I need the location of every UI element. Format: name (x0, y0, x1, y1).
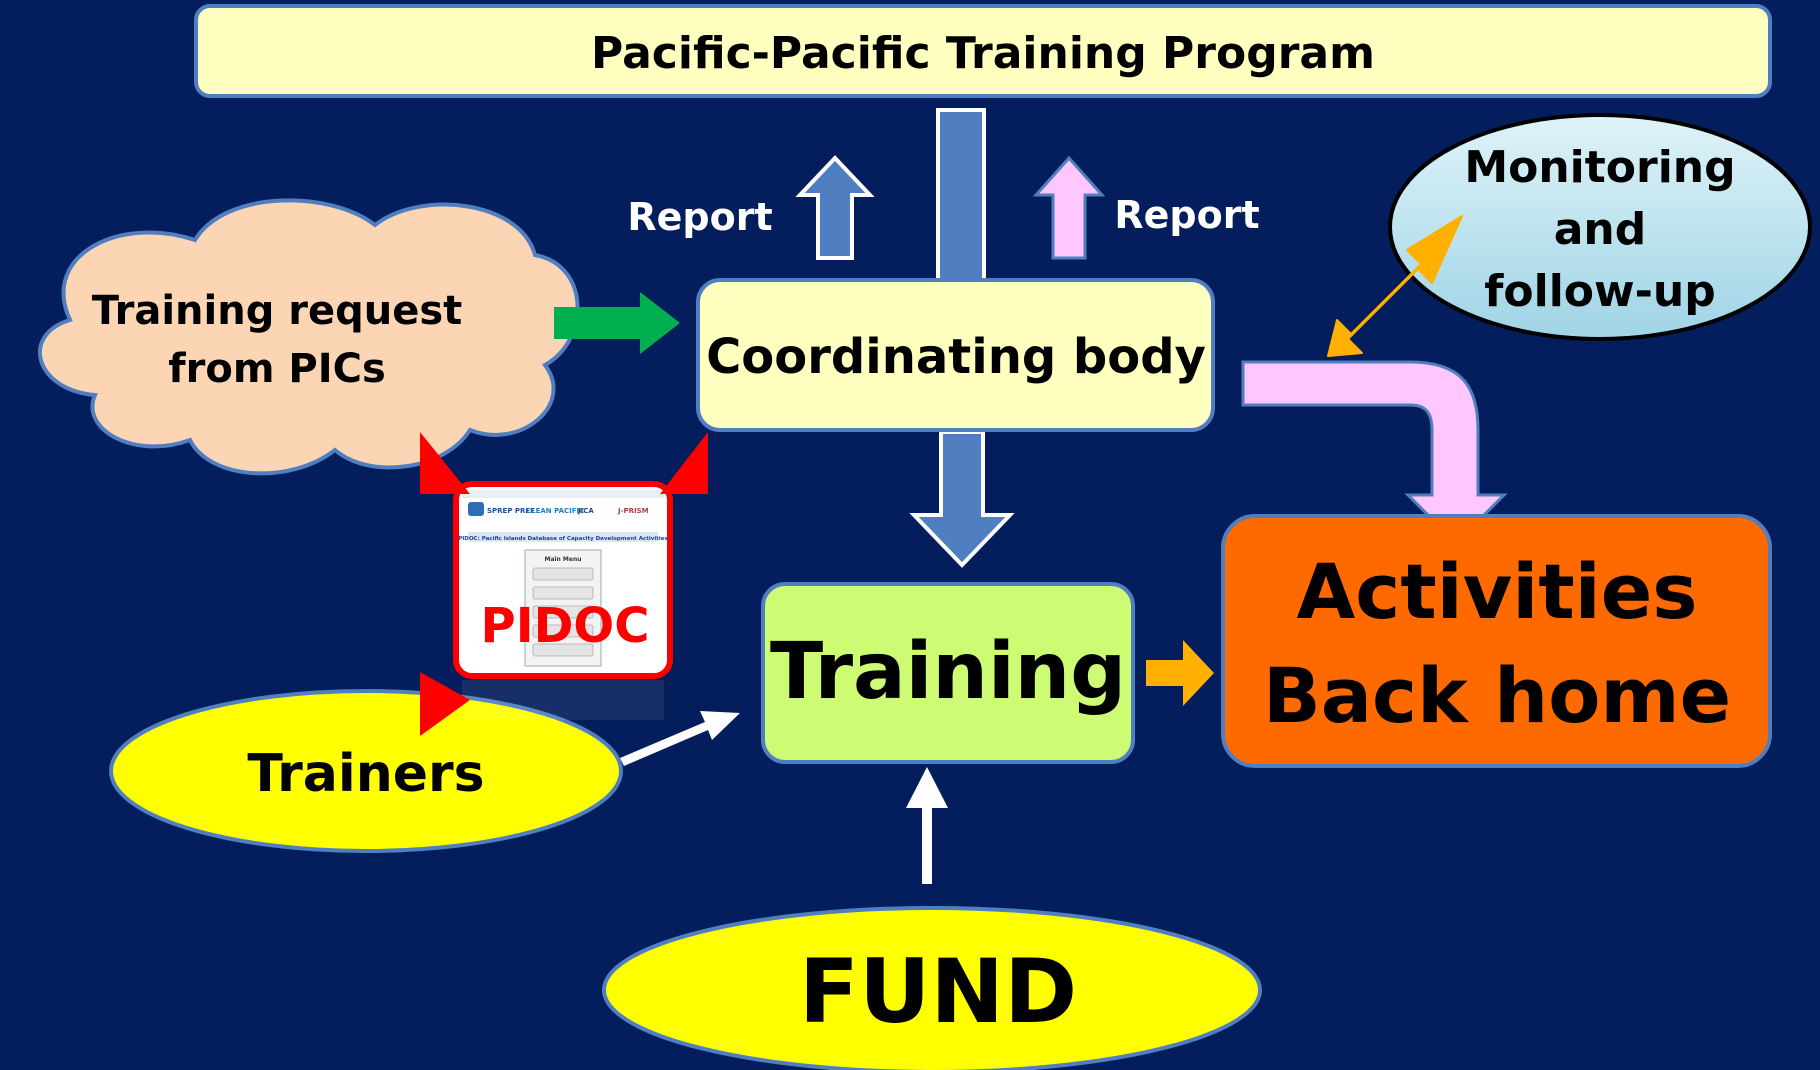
trainers-label: Trainers (247, 744, 484, 804)
pidoc-label: PIDOC (481, 598, 650, 654)
activities-line2: Back home (1263, 651, 1731, 740)
coordinating-body-label: Coordinating body (706, 329, 1206, 385)
pidoc-logo-4: J-PRISM (617, 507, 649, 515)
pidoc-logo-1: SPREP PREE (487, 507, 535, 515)
coordinating-body-box: Coordinating body (696, 278, 1215, 432)
monitoring-ellipse: Monitoring and follow-up (1388, 113, 1812, 341)
red-triangle-top-right (660, 432, 708, 494)
trainers-ellipse: Trainers (109, 689, 623, 853)
pidoc-logo-3: JICA (577, 507, 594, 515)
fund-ellipse: FUND (602, 906, 1262, 1070)
training-request-cloud: Training request from PICs (37, 198, 580, 476)
diagram-title: Pacific-Pacific Training Program (591, 28, 1375, 79)
coord-to-activities-arrow (1241, 360, 1508, 546)
title-banner: Pacific-Pacific Training Program (194, 4, 1772, 98)
pidoc-menu-button-2 (532, 586, 594, 600)
sprep-logo-icon (468, 502, 484, 516)
report-up-arrow-blue (795, 155, 875, 260)
red-triangle-top-left (420, 432, 470, 494)
pidoc-screen-title: PIDOC: Pacific Islands Database of Capac… (458, 536, 668, 542)
pidoc-logo-2: CLEAN PACIFIC (526, 507, 584, 515)
trainers-to-training-arrow (620, 711, 740, 766)
red-triangle-bottom-left (420, 672, 470, 736)
report-up-arrow-pink (1032, 155, 1106, 260)
training-request-line1: Training request (92, 288, 463, 334)
report-label-left: Report (627, 195, 772, 239)
coord-to-training-arrow (909, 430, 1015, 568)
monitoring-line1: Monitoring (1464, 142, 1735, 193)
pidoc-menu-button-5 (532, 643, 594, 657)
fund-to-training-arrow (906, 767, 948, 884)
pidoc-menu-title: Main Menu (544, 556, 581, 563)
pidoc-title-bar (468, 532, 658, 542)
training-request-line2: from PICs (168, 346, 386, 392)
report-label-right: Report (1114, 193, 1259, 237)
monitoring-line3: follow-up (1484, 266, 1716, 317)
pidoc-menu-button-3 (532, 605, 594, 619)
program-down-arrow (936, 108, 986, 282)
training-to-activities-arrow (1146, 640, 1214, 706)
pidoc-menu-button-1 (532, 567, 594, 581)
training-box: Training (761, 582, 1135, 764)
pidoc-window: SPREP PREE CLEAN PACIFIC JICA J-PRISM PI… (453, 481, 673, 679)
training-label: Training (770, 627, 1126, 717)
pidoc-menu-button-4 (532, 624, 594, 638)
monitoring-line2: and (1554, 204, 1647, 255)
fund-label: FUND (799, 940, 1077, 1043)
request-to-coord-arrow (554, 292, 680, 354)
activities-box: Activities Back home (1221, 514, 1772, 768)
monitoring-double-arrow-shape (1327, 215, 1463, 357)
pidoc-reflection (462, 680, 664, 720)
activities-line1: Activities (1296, 547, 1697, 636)
